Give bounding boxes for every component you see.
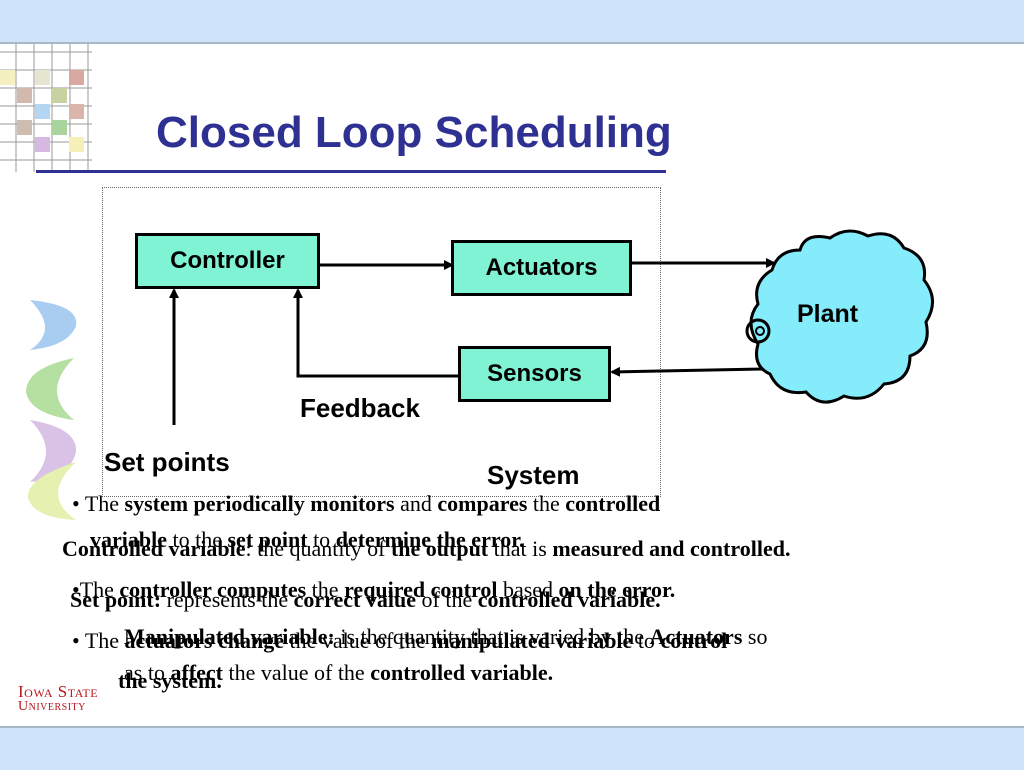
slide-title: Closed Loop Scheduling	[156, 108, 672, 157]
set-points-label: Set points	[104, 447, 230, 477]
definition-controlled-variable: Controlled variable: the quantity of the…	[62, 536, 791, 561]
actuators-label: Actuators	[485, 254, 598, 281]
bullet-3-cont: the system.	[118, 668, 222, 693]
crescent-green	[26, 358, 74, 420]
plant-cloud	[745, 229, 934, 404]
bullet-3: • The actuators change the value of the …	[72, 628, 728, 653]
title-underline	[36, 170, 666, 173]
iowa-state-logo: Iowa State University	[18, 682, 99, 714]
arrow-feedback	[293, 288, 460, 378]
system-boundary	[102, 187, 661, 497]
checker-grid	[0, 44, 92, 172]
bullet-1: • The system periodically monitors and c…	[72, 491, 661, 516]
decorative-pattern	[0, 44, 92, 520]
bullet-2: •The controller computes the required co…	[72, 577, 676, 602]
definition-manipulated-variable-cont: as to affect the value of the controlled…	[124, 660, 554, 685]
top-band	[0, 0, 1024, 44]
definition-manipulated-variable: Manipulated variable: is the quantity th…	[124, 624, 768, 649]
actuators-block: Actuators	[451, 240, 632, 296]
controller-label: Controller	[170, 247, 285, 274]
system-label: System	[487, 460, 580, 490]
controller-block: Controller	[135, 233, 320, 289]
sensors-block: Sensors	[458, 346, 611, 402]
crescent-blue	[30, 300, 77, 350]
plant-label: Plant	[797, 300, 859, 328]
crescent-yellow	[27, 462, 76, 520]
feedback-label: Feedback	[300, 393, 420, 423]
definition-set-point: Set point: represents the correct value …	[70, 587, 661, 612]
sensors-label: Sensors	[487, 360, 582, 387]
bullet-1-cont: variable to the set point to determine t…	[90, 527, 525, 552]
arrow-plant-sensors	[610, 366, 763, 377]
bottom-band	[0, 726, 1024, 770]
